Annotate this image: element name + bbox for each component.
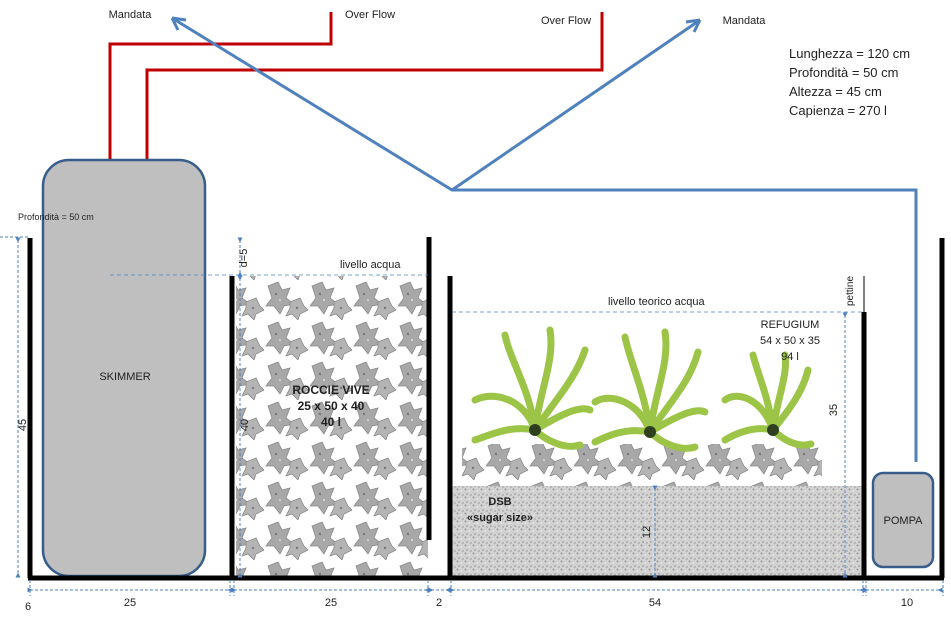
refugium-size: 54 x 50 x 35 [760, 335, 820, 347]
rocce-title: ROCCIE VIVE [292, 383, 369, 397]
rocce-volume: 40 l [321, 415, 341, 429]
algae-plant-2 [591, 328, 709, 452]
spec-profondita: Profondità = 50 cm [789, 65, 898, 80]
spec-capienza: Capienza = 270 l [789, 103, 887, 118]
mandata-right-label: Mandata [723, 15, 767, 27]
refugium-rocks [462, 444, 822, 486]
overflow-right-label: Over Flow [541, 15, 591, 27]
spec-altezza: Altezza = 45 cm [789, 84, 882, 99]
pompa-label: POMPA [884, 515, 924, 527]
overflow-left-label: Over Flow [345, 9, 395, 21]
mandata-left-label: Mandata [109, 9, 153, 21]
dsb-label: DSB «sugar size» [467, 496, 533, 524]
dim-height-rocce: 40 [239, 419, 251, 431]
dim-width-2: 2 [436, 597, 442, 609]
refugium-volume: 94 l [781, 351, 799, 363]
rocce-label: ROCCIE VIVE 25 x 50 x 40 40 l [292, 383, 369, 429]
spec-lunghezza: Lunghezza = 120 cm [789, 46, 910, 61]
dim-width-54: 54 [649, 597, 661, 609]
dim-height-refugium: 35 [828, 404, 840, 416]
rocce-size: 25 x 50 x 40 [298, 399, 365, 413]
dim-height-gap: d=5 [238, 249, 250, 268]
refugium-title: REFUGIUM [761, 319, 820, 331]
mandata-pipe [170, 16, 918, 462]
skimmer-label: SKIMMER [99, 371, 150, 383]
rocce-fill [236, 276, 428, 576]
livello-teorico-label: livello teorico acqua [608, 296, 705, 308]
pompa-body [871, 471, 935, 569]
algae-plant-1 [471, 326, 594, 450]
dsb-subtitle: «sugar size» [467, 512, 533, 524]
profondita-label: Profondità = 50 cm [18, 212, 94, 222]
dsb-title: DSB [488, 496, 511, 508]
specs-block: Lunghezza = 120 cm Profondità = 50 cm Al… [789, 46, 910, 118]
dim-width-6: 6 [25, 601, 31, 613]
dim-width-10: 10 [901, 597, 913, 609]
pettine-label: pettine [845, 276, 856, 306]
algae-plant-3 [721, 351, 815, 449]
tank-walls [27, 237, 945, 581]
dim-width-25a: 25 [124, 597, 136, 609]
dim-height-dsb: 12 [641, 526, 653, 538]
refugium-label: REFUGIUM 54 x 50 x 35 94 l [760, 319, 820, 363]
livello-acqua-label: livello acqua [340, 259, 401, 271]
dim-height-total: 45 [17, 419, 29, 431]
dim-width-25b: 25 [325, 597, 337, 609]
skimmer-body [41, 158, 207, 578]
dsb-sand [452, 486, 862, 576]
dimension-lines [0, 236, 944, 596]
